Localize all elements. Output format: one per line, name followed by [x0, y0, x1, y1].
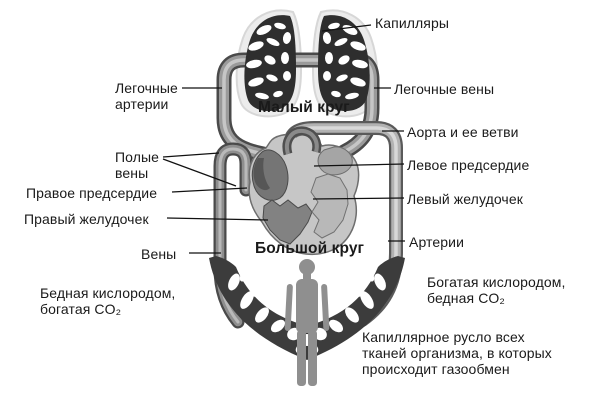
label-aorta: Аорта и ее ветви — [407, 124, 519, 140]
right-ventricle-shape — [262, 199, 313, 245]
label-left-atrium: Левое предсердие — [407, 157, 530, 173]
label-capillaries: Капилляры — [375, 15, 450, 31]
label-pulmonary-veins: Легочные вены — [394, 81, 495, 97]
lungs-capillary-mesh — [244, 15, 370, 112]
label-vena-cava: Полые вены — [115, 149, 160, 181]
pointer-lines — [162, 24, 405, 254]
left-atrium-shape — [317, 146, 353, 176]
human-figure — [284, 259, 330, 386]
label-pulmonary-arteries: Легочные артерии — [115, 80, 178, 112]
label-capillary-bed-note: Капиллярное русло всех тканей организма,… — [362, 329, 552, 377]
left-ventricle-shape — [310, 173, 349, 239]
label-big-circle: Большой круг — [255, 240, 365, 257]
label-right-ventricle: Правый желудочек — [24, 211, 149, 227]
label-small-circle: Малый круг — [258, 99, 350, 116]
heart-illustration — [248, 126, 360, 256]
label-arteries: Артерии — [409, 234, 464, 250]
label-oxygen-rich-blood: Богатая кислородом, бедная CO₂ — [427, 274, 566, 306]
label-veins: Вены — [141, 246, 177, 262]
label-left-ventricle: Левый желудочек — [407, 191, 523, 207]
capillary-bed-mesh — [209, 256, 405, 360]
label-right-atrium: Правое предсердие — [26, 185, 158, 201]
label-oxygen-poor-blood: Бедная кислородом, богатая CO₂ — [40, 285, 176, 317]
